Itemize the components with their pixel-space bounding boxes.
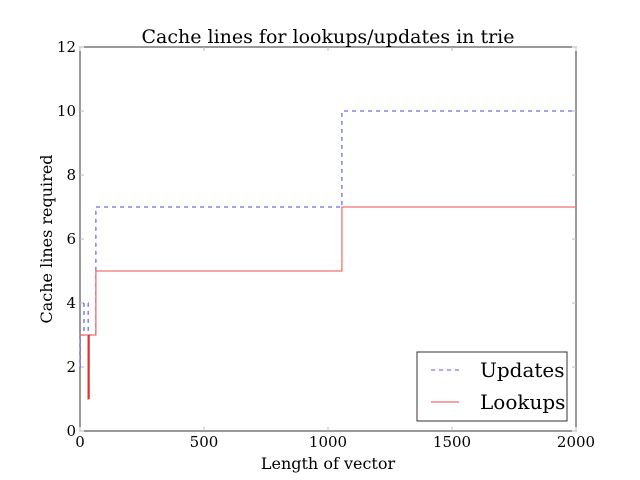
x-tick-label: 2000 — [557, 433, 595, 451]
legend: Updates Lookups — [416, 351, 568, 422]
legend-box — [416, 351, 568, 422]
series-lines — [79, 110, 576, 400]
legend-updates-label: Updates — [480, 358, 565, 382]
x-tick-label: 1000 — [309, 433, 347, 451]
y-tick-label: 12 — [57, 38, 76, 56]
legend-lookups-label: Lookups — [480, 390, 565, 414]
y-axis-label: Cache lines required — [37, 154, 56, 323]
chart-title: Cache lines for lookups/updates in trie — [141, 26, 514, 48]
y-axis-ticks: 0 2 4 6 8 10 12 — [57, 38, 576, 440]
y-tick-label: 4 — [66, 294, 76, 312]
series-lookups-line — [80, 206, 576, 400]
y-tick-label: 8 — [66, 166, 76, 184]
x-tick-label: 0 — [75, 433, 85, 451]
x-axis-label: Length of vector — [261, 454, 396, 473]
x-axis-ticks: 0 500 1000 1500 2000 — [75, 47, 595, 451]
y-tick-label: 2 — [66, 358, 76, 376]
x-tick-label: 1500 — [433, 433, 471, 451]
y-tick-label: 10 — [57, 102, 76, 120]
y-tick-label: 6 — [66, 230, 76, 248]
y-tick-label: 0 — [66, 422, 76, 440]
x-tick-label: 500 — [190, 433, 219, 451]
